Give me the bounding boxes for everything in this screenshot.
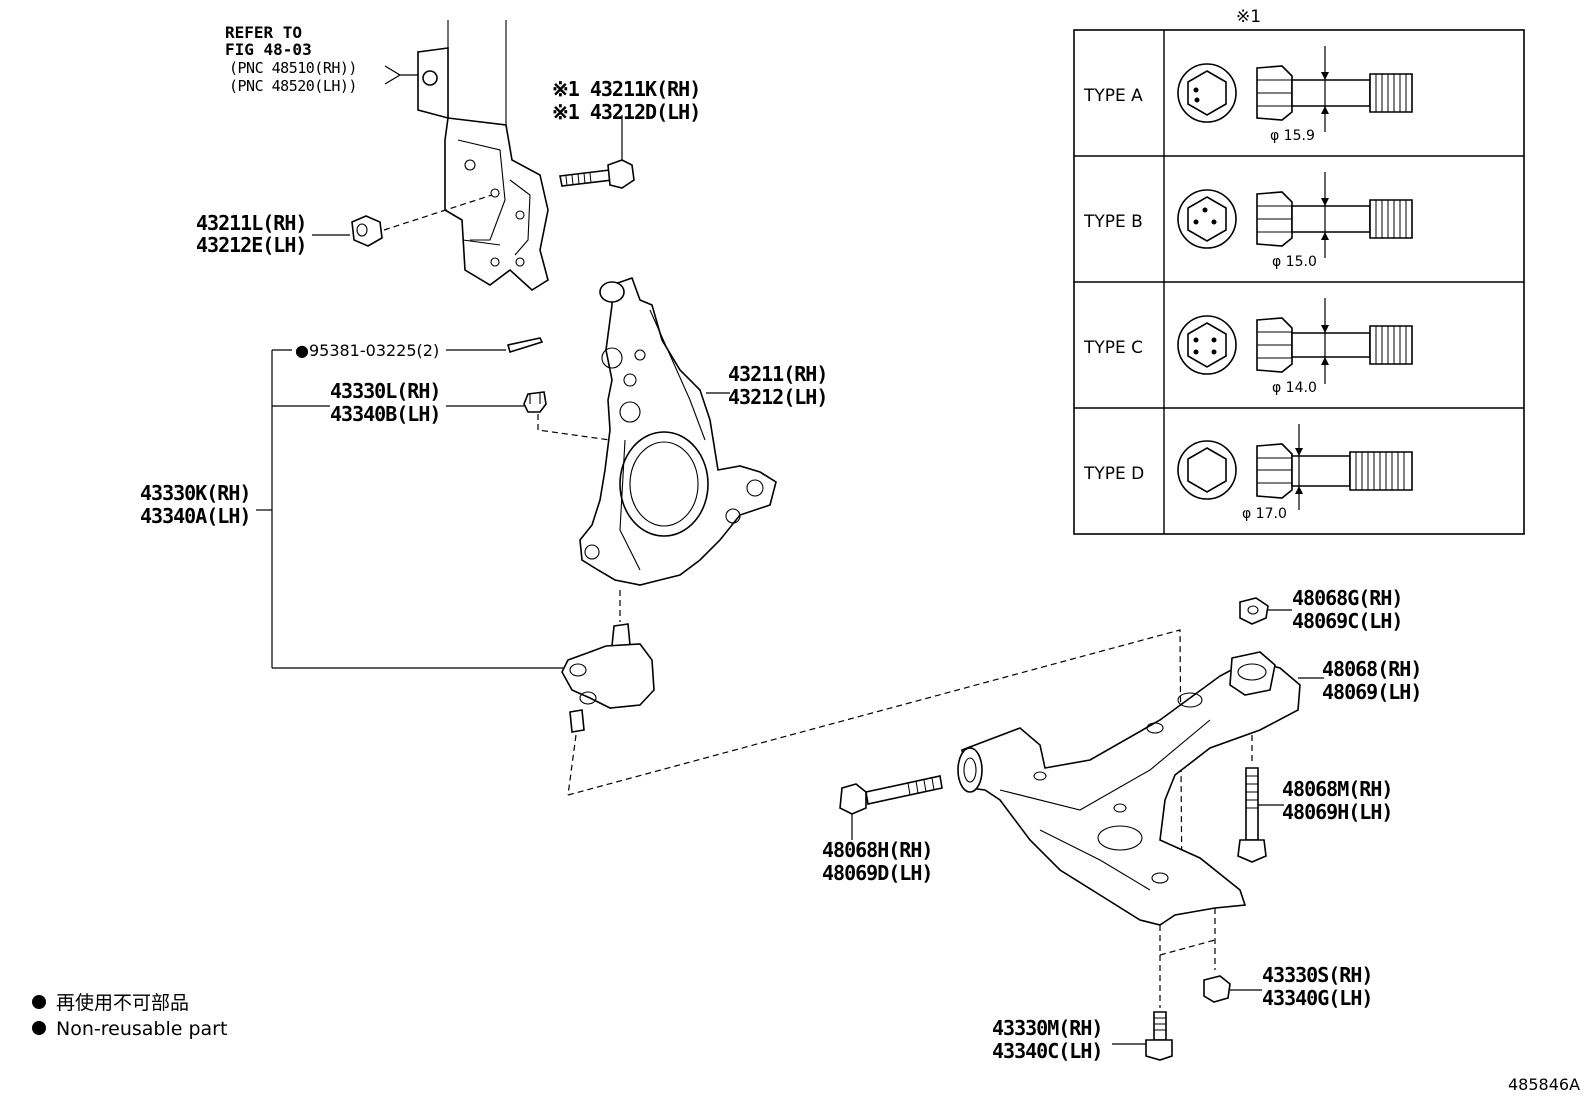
type-a-label: TYPE A [1083,86,1143,106]
callout-48068g-rh: 48068G(RH) [1292,586,1402,610]
reference-line-4: (PNC 48520(LH)) [229,77,357,95]
steering-knuckle [579,276,777,586]
reference-line-1: REFER TO [225,23,302,42]
lower-arm [957,651,1301,926]
legend-en: Non-reusable part [56,1018,227,1040]
table-header: ※1 [1236,7,1261,27]
diagram-id: 485846A [1508,1075,1580,1094]
callout-48068m-lh: 48069H(LH) [1282,800,1392,824]
reference-line-3: (PNC 48510(RH)) [229,59,357,77]
callout-43330k-rh: 43330K(RH) [140,481,250,505]
ball-joint-bracket-lines [256,349,565,669]
type-d-drawing: φ 17.0 [1177,424,1413,522]
callout-48068-rh: 48068(RH) [1322,657,1421,681]
callout-43330l-rh: 43330L(RH) [330,379,440,403]
callout-43330k-lh: 43340A(LH) [140,504,250,528]
ball-joint [561,590,655,796]
type-c-dim: φ 14.0 [1272,380,1317,396]
legend-bullet-icon [32,1021,46,1035]
reference-line-2: FIG 48-03 [225,40,312,59]
strut-bolt [559,115,635,189]
callout-43330m-lh: 43340C(LH) [992,1039,1102,1063]
callout-43211l-rh: 43211L(RH) [196,211,306,235]
strut-assembly [417,20,549,291]
reference-note: REFER TO FIG 48-03 (PNC 48510(RH)) (PNC … [225,23,418,95]
callout-43211k-rh: ※1 43211K(RH) [552,77,700,101]
callout-43211l-lh: 43212E(LH) [196,233,306,257]
ball-joint-nut [446,391,611,441]
legend-jp: 再使用不可部品 [56,992,189,1014]
callout-48068-lh: 48069(LH) [1322,680,1421,704]
strut-nut [312,194,493,247]
ball-joint-lower-nut [1159,908,1262,1003]
ball-joint-lower-bolt [1112,925,1173,1061]
bolt-type-table: ※1 TYPE A TYPE B TYPE C TYPE D [1073,7,1525,535]
type-c-drawing: φ 14.0 [1177,298,1413,396]
legend: 再使用不可部品 Non-reusable part [32,992,227,1040]
lower-arm-bolt-vertical [1237,735,1284,863]
callout-43330s-rh: 43330S(RH) [1262,963,1372,987]
callout-43211-lh: 43212(LH) [728,385,827,409]
type-d-label: TYPE D [1083,464,1144,484]
callout-48068g-lh: 48069C(LH) [1292,609,1402,633]
callout-48068h-lh: 48069D(LH) [822,861,932,885]
type-c-label: TYPE C [1083,338,1143,358]
ball-joint-to-arm-dash [567,629,1183,901]
type-b-dim: φ 15.0 [1272,254,1317,270]
callout-95381-03225: ●95381-03225(2) [295,341,439,360]
callout-43211k-lh: ※1 43212D(LH) [552,100,700,124]
callout-43330s-lh: 43340G(LH) [1262,986,1372,1010]
cotter-pin [446,337,544,354]
callout-48068h-rh: 48068H(RH) [822,838,932,862]
type-b-label: TYPE B [1083,212,1143,232]
callout-48068m-rh: 48068M(RH) [1282,777,1392,801]
lower-arm-nut-top [1239,597,1292,625]
callout-43211-rh: 43211(RH) [728,362,827,386]
callout-43330l-lh: 43340B(LH) [330,402,440,426]
type-a-drawing: φ 15.9 [1177,46,1413,144]
lower-arm-bolt-horizontal [839,775,943,840]
callout-43330m-rh: 43330M(RH) [992,1016,1102,1040]
type-d-dim: φ 17.0 [1242,506,1287,522]
type-b-drawing: φ 15.0 [1177,172,1413,270]
legend-bullet-icon [32,995,46,1009]
type-a-dim: φ 15.9 [1270,128,1315,144]
